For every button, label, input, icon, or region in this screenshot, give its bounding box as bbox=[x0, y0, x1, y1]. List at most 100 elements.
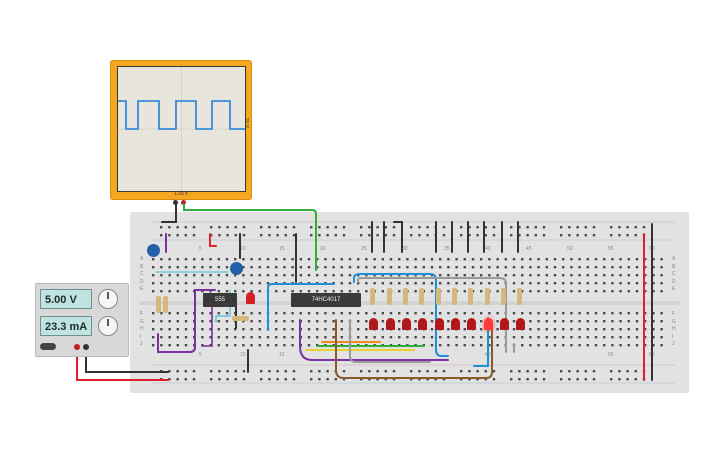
breadboard-hole[interactable] bbox=[586, 320, 589, 323]
breadboard-hole[interactable] bbox=[537, 290, 540, 293]
resistor[interactable] bbox=[156, 296, 161, 313]
breadboard-hole[interactable] bbox=[635, 258, 639, 261]
breadboard-hole[interactable] bbox=[603, 258, 606, 261]
breadboard-hole[interactable] bbox=[389, 258, 393, 261]
breadboard-hole[interactable] bbox=[610, 234, 613, 237]
breadboard-hole[interactable] bbox=[381, 290, 384, 293]
breadboard-hole[interactable] bbox=[537, 336, 540, 339]
breadboard-hole[interactable] bbox=[430, 312, 434, 315]
breadboard-hole[interactable] bbox=[299, 312, 302, 315]
breadboard-hole[interactable] bbox=[365, 312, 368, 315]
breadboard-hole[interactable] bbox=[307, 266, 311, 269]
breadboard-hole[interactable] bbox=[578, 328, 581, 331]
breadboard-hole[interactable] bbox=[160, 290, 163, 293]
breadboard-hole[interactable] bbox=[376, 234, 379, 237]
breadboard-hole[interactable] bbox=[414, 312, 417, 315]
breadboard-hole[interactable] bbox=[660, 258, 663, 261]
breadboard-hole[interactable] bbox=[357, 336, 360, 339]
breadboard-hole[interactable] bbox=[562, 266, 565, 269]
scope-probe-terminal-red[interactable] bbox=[181, 200, 186, 205]
breadboard-hole[interactable] bbox=[439, 258, 442, 261]
breadboard-hole[interactable] bbox=[340, 266, 343, 269]
breadboard-hole[interactable] bbox=[652, 290, 655, 293]
breadboard-hole[interactable] bbox=[635, 320, 639, 323]
breadboard-hole[interactable] bbox=[488, 258, 491, 261]
breadboard-hole[interactable] bbox=[217, 266, 220, 269]
breadboard-hole[interactable] bbox=[384, 234, 387, 237]
breadboard-hole[interactable] bbox=[480, 320, 483, 323]
breadboard-hole[interactable] bbox=[348, 312, 352, 315]
breadboard-hole[interactable] bbox=[592, 378, 596, 381]
breadboard-hole[interactable] bbox=[586, 336, 589, 339]
breadboard-hole[interactable] bbox=[258, 282, 261, 285]
breadboard-hole[interactable] bbox=[160, 312, 163, 315]
led-timer[interactable] bbox=[246, 292, 255, 304]
breadboard-hole[interactable] bbox=[348, 258, 352, 261]
breadboard-hole[interactable] bbox=[318, 378, 321, 381]
breadboard-hole[interactable] bbox=[242, 290, 245, 293]
breadboard-hole[interactable] bbox=[545, 282, 548, 285]
breadboard-hole[interactable] bbox=[484, 370, 487, 373]
breadboard-hole[interactable] bbox=[384, 370, 387, 373]
breadboard-hole[interactable] bbox=[463, 312, 466, 315]
breadboard-hole[interactable] bbox=[545, 312, 548, 315]
breadboard-hole[interactable] bbox=[283, 290, 286, 293]
breadboard-hole[interactable] bbox=[652, 320, 655, 323]
breadboard-hole[interactable] bbox=[242, 320, 245, 323]
wire-black-jumper[interactable] bbox=[393, 221, 403, 253]
breadboard-hole[interactable] bbox=[439, 344, 442, 347]
breadboard-hole[interactable] bbox=[414, 336, 417, 339]
breadboard-hole[interactable] bbox=[360, 226, 363, 229]
breadboard-hole[interactable] bbox=[496, 266, 499, 269]
breadboard-hole[interactable] bbox=[406, 266, 409, 269]
breadboard-hole[interactable] bbox=[250, 282, 253, 285]
breadboard-hole[interactable] bbox=[518, 234, 521, 237]
breadboard-hole[interactable] bbox=[160, 226, 163, 229]
breadboard-hole[interactable] bbox=[176, 312, 179, 315]
breadboard-hole[interactable] bbox=[326, 226, 329, 229]
breadboard-hole[interactable] bbox=[334, 378, 337, 381]
breadboard-hole[interactable] bbox=[234, 274, 237, 277]
breadboard-hole[interactable] bbox=[455, 258, 458, 261]
breadboard-hole[interactable] bbox=[250, 320, 253, 323]
breadboard-hole[interactable] bbox=[176, 336, 179, 339]
breadboard-hole[interactable] bbox=[160, 258, 163, 261]
breadboard-hole[interactable] bbox=[652, 258, 655, 261]
breadboard-hole[interactable] bbox=[226, 378, 229, 381]
breadboard-hole[interactable] bbox=[324, 336, 327, 339]
breadboard-hole[interactable] bbox=[619, 336, 622, 339]
breadboard-hole[interactable] bbox=[518, 226, 521, 229]
breadboard-hole[interactable] bbox=[496, 336, 499, 339]
breadboard-hole[interactable] bbox=[635, 336, 639, 339]
breadboard-hole[interactable] bbox=[521, 274, 524, 277]
breadboard-hole[interactable] bbox=[496, 258, 499, 261]
breadboard-hole[interactable] bbox=[192, 234, 196, 237]
breadboard-hole[interactable] bbox=[398, 328, 401, 331]
breadboard-hole[interactable] bbox=[418, 234, 421, 237]
breadboard-hole[interactable] bbox=[594, 266, 598, 269]
breadboard-hole[interactable] bbox=[627, 320, 630, 323]
breadboard-hole[interactable] bbox=[603, 344, 606, 347]
breadboard-hole[interactable] bbox=[537, 266, 540, 269]
breadboard-hole[interactable] bbox=[568, 226, 571, 229]
timer-chip[interactable]: 555 bbox=[203, 293, 237, 307]
breadboard-hole[interactable] bbox=[537, 344, 540, 347]
breadboard-hole[interactable] bbox=[480, 336, 483, 339]
breadboard-hole[interactable] bbox=[534, 234, 537, 237]
breadboard-hole[interactable] bbox=[266, 274, 270, 277]
breadboard-hole[interactable] bbox=[545, 258, 548, 261]
breadboard-hole[interactable] bbox=[357, 258, 360, 261]
breadboard-hole[interactable] bbox=[310, 378, 313, 381]
breadboard-hole[interactable] bbox=[275, 336, 278, 339]
breadboard-hole[interactable] bbox=[226, 226, 229, 229]
breadboard-hole[interactable] bbox=[307, 290, 311, 293]
breadboard-hole[interactable] bbox=[184, 328, 188, 331]
breadboard-hole[interactable] bbox=[518, 378, 521, 381]
breadboard-hole[interactable] bbox=[406, 312, 409, 315]
breadboard-hole[interactable] bbox=[414, 258, 417, 261]
breadboard-hole[interactable] bbox=[307, 258, 311, 261]
breadboard-hole[interactable] bbox=[521, 312, 524, 315]
breadboard-hole[interactable] bbox=[618, 378, 621, 381]
breadboard-hole[interactable] bbox=[193, 274, 196, 277]
breadboard-hole[interactable] bbox=[430, 320, 434, 323]
